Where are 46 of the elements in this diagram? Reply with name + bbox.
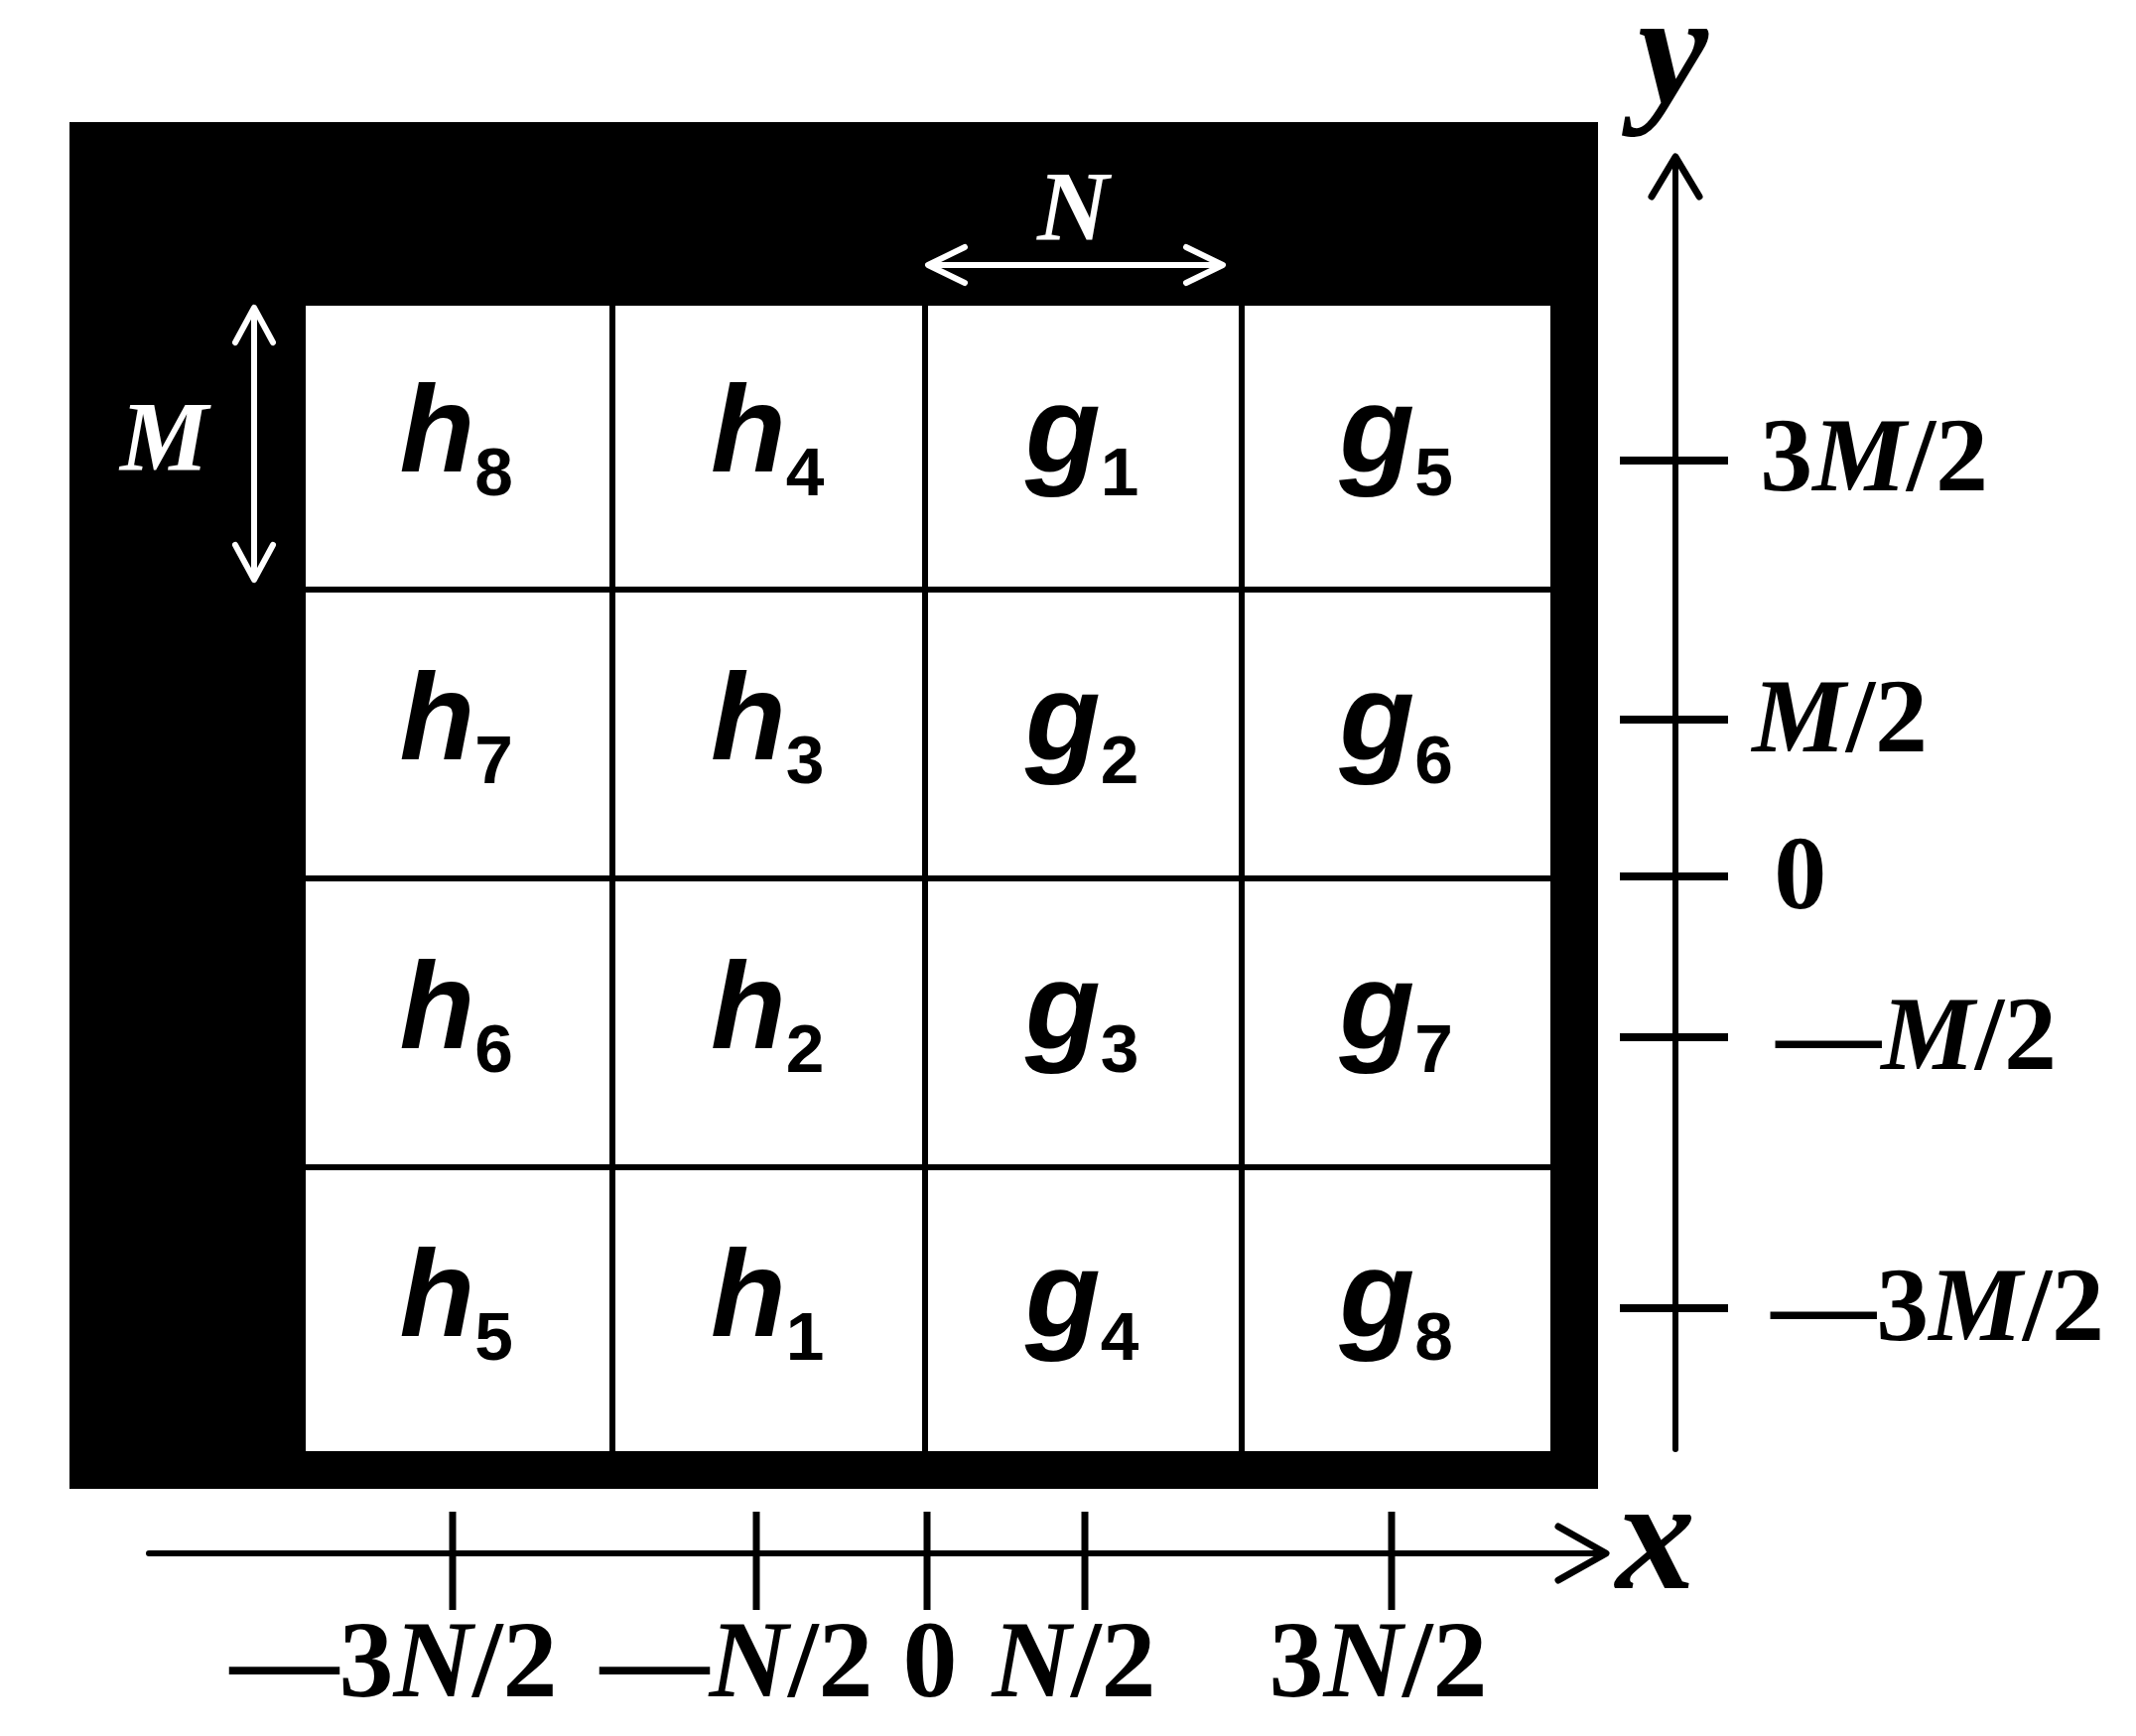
cell-label: h$_{1}$: [710, 1223, 826, 1377]
axis-label: y: [1606, 0, 1731, 170]
cell-label: h$_{3}$: [710, 646, 826, 800]
grid-cell: [1245, 881, 1550, 1164]
grid-cell: [1245, 306, 1550, 587]
grid-cell: [615, 1170, 922, 1451]
tick-label: N/2: [990, 1598, 1157, 1723]
cell-label: h$_{5}$: [398, 1223, 514, 1377]
tick-label: —3M/2: [1769, 1245, 2106, 1365]
cell-label: g$_{3}$: [1023, 935, 1140, 1089]
cell-label: h$_{6}$: [398, 935, 514, 1089]
cell-label: g$_{6}$: [1338, 646, 1454, 800]
cell-label: g$_{4}$: [1023, 1223, 1140, 1377]
tick-label: —N/2: [598, 1598, 874, 1723]
cell-label: g$_{7}$: [1338, 935, 1454, 1089]
cell-label: h$_{7}$: [398, 646, 514, 800]
cell-label: g$_{2}$: [1023, 646, 1140, 800]
dimension-label: N: [1035, 150, 1113, 263]
dimension-label: M: [100, 368, 222, 511]
grid-cell: [1245, 593, 1550, 875]
tick-label: —3N/2: [227, 1598, 559, 1723]
tick-label: 0: [901, 1598, 959, 1723]
grid-cell: [306, 1170, 609, 1451]
cell-label: g$_{8}$: [1338, 1223, 1454, 1377]
tick-label: —M/2: [1774, 974, 2059, 1094]
tick-label: 0: [1773, 813, 1828, 933]
tick-label: 3N/2: [1268, 1598, 1489, 1723]
grid-cell: [615, 881, 922, 1164]
cell-label: h$_{2}$: [710, 935, 826, 1089]
grid-cell: [615, 306, 922, 587]
grid-cell: [928, 881, 1239, 1164]
grid-cell: [615, 593, 922, 875]
grid-cell: [306, 881, 609, 1164]
cell-label: h$_{8}$: [398, 358, 514, 512]
cell-label: g$_{5}$: [1338, 358, 1454, 512]
grid-cell: [306, 593, 609, 875]
grid-cell: [306, 306, 609, 587]
grid-cell: [928, 1170, 1239, 1451]
grid-cell: [928, 593, 1239, 875]
cell-label: h$_{4}$: [710, 358, 826, 512]
tick-label: 3M/2: [1759, 395, 1990, 515]
cell-label: g$_{1}$: [1023, 358, 1140, 512]
grid-cell: [1245, 1170, 1550, 1451]
axis-label: x: [1613, 1445, 1696, 1626]
grid-cell: [928, 306, 1239, 587]
tick-label: M/2: [1750, 656, 1930, 776]
